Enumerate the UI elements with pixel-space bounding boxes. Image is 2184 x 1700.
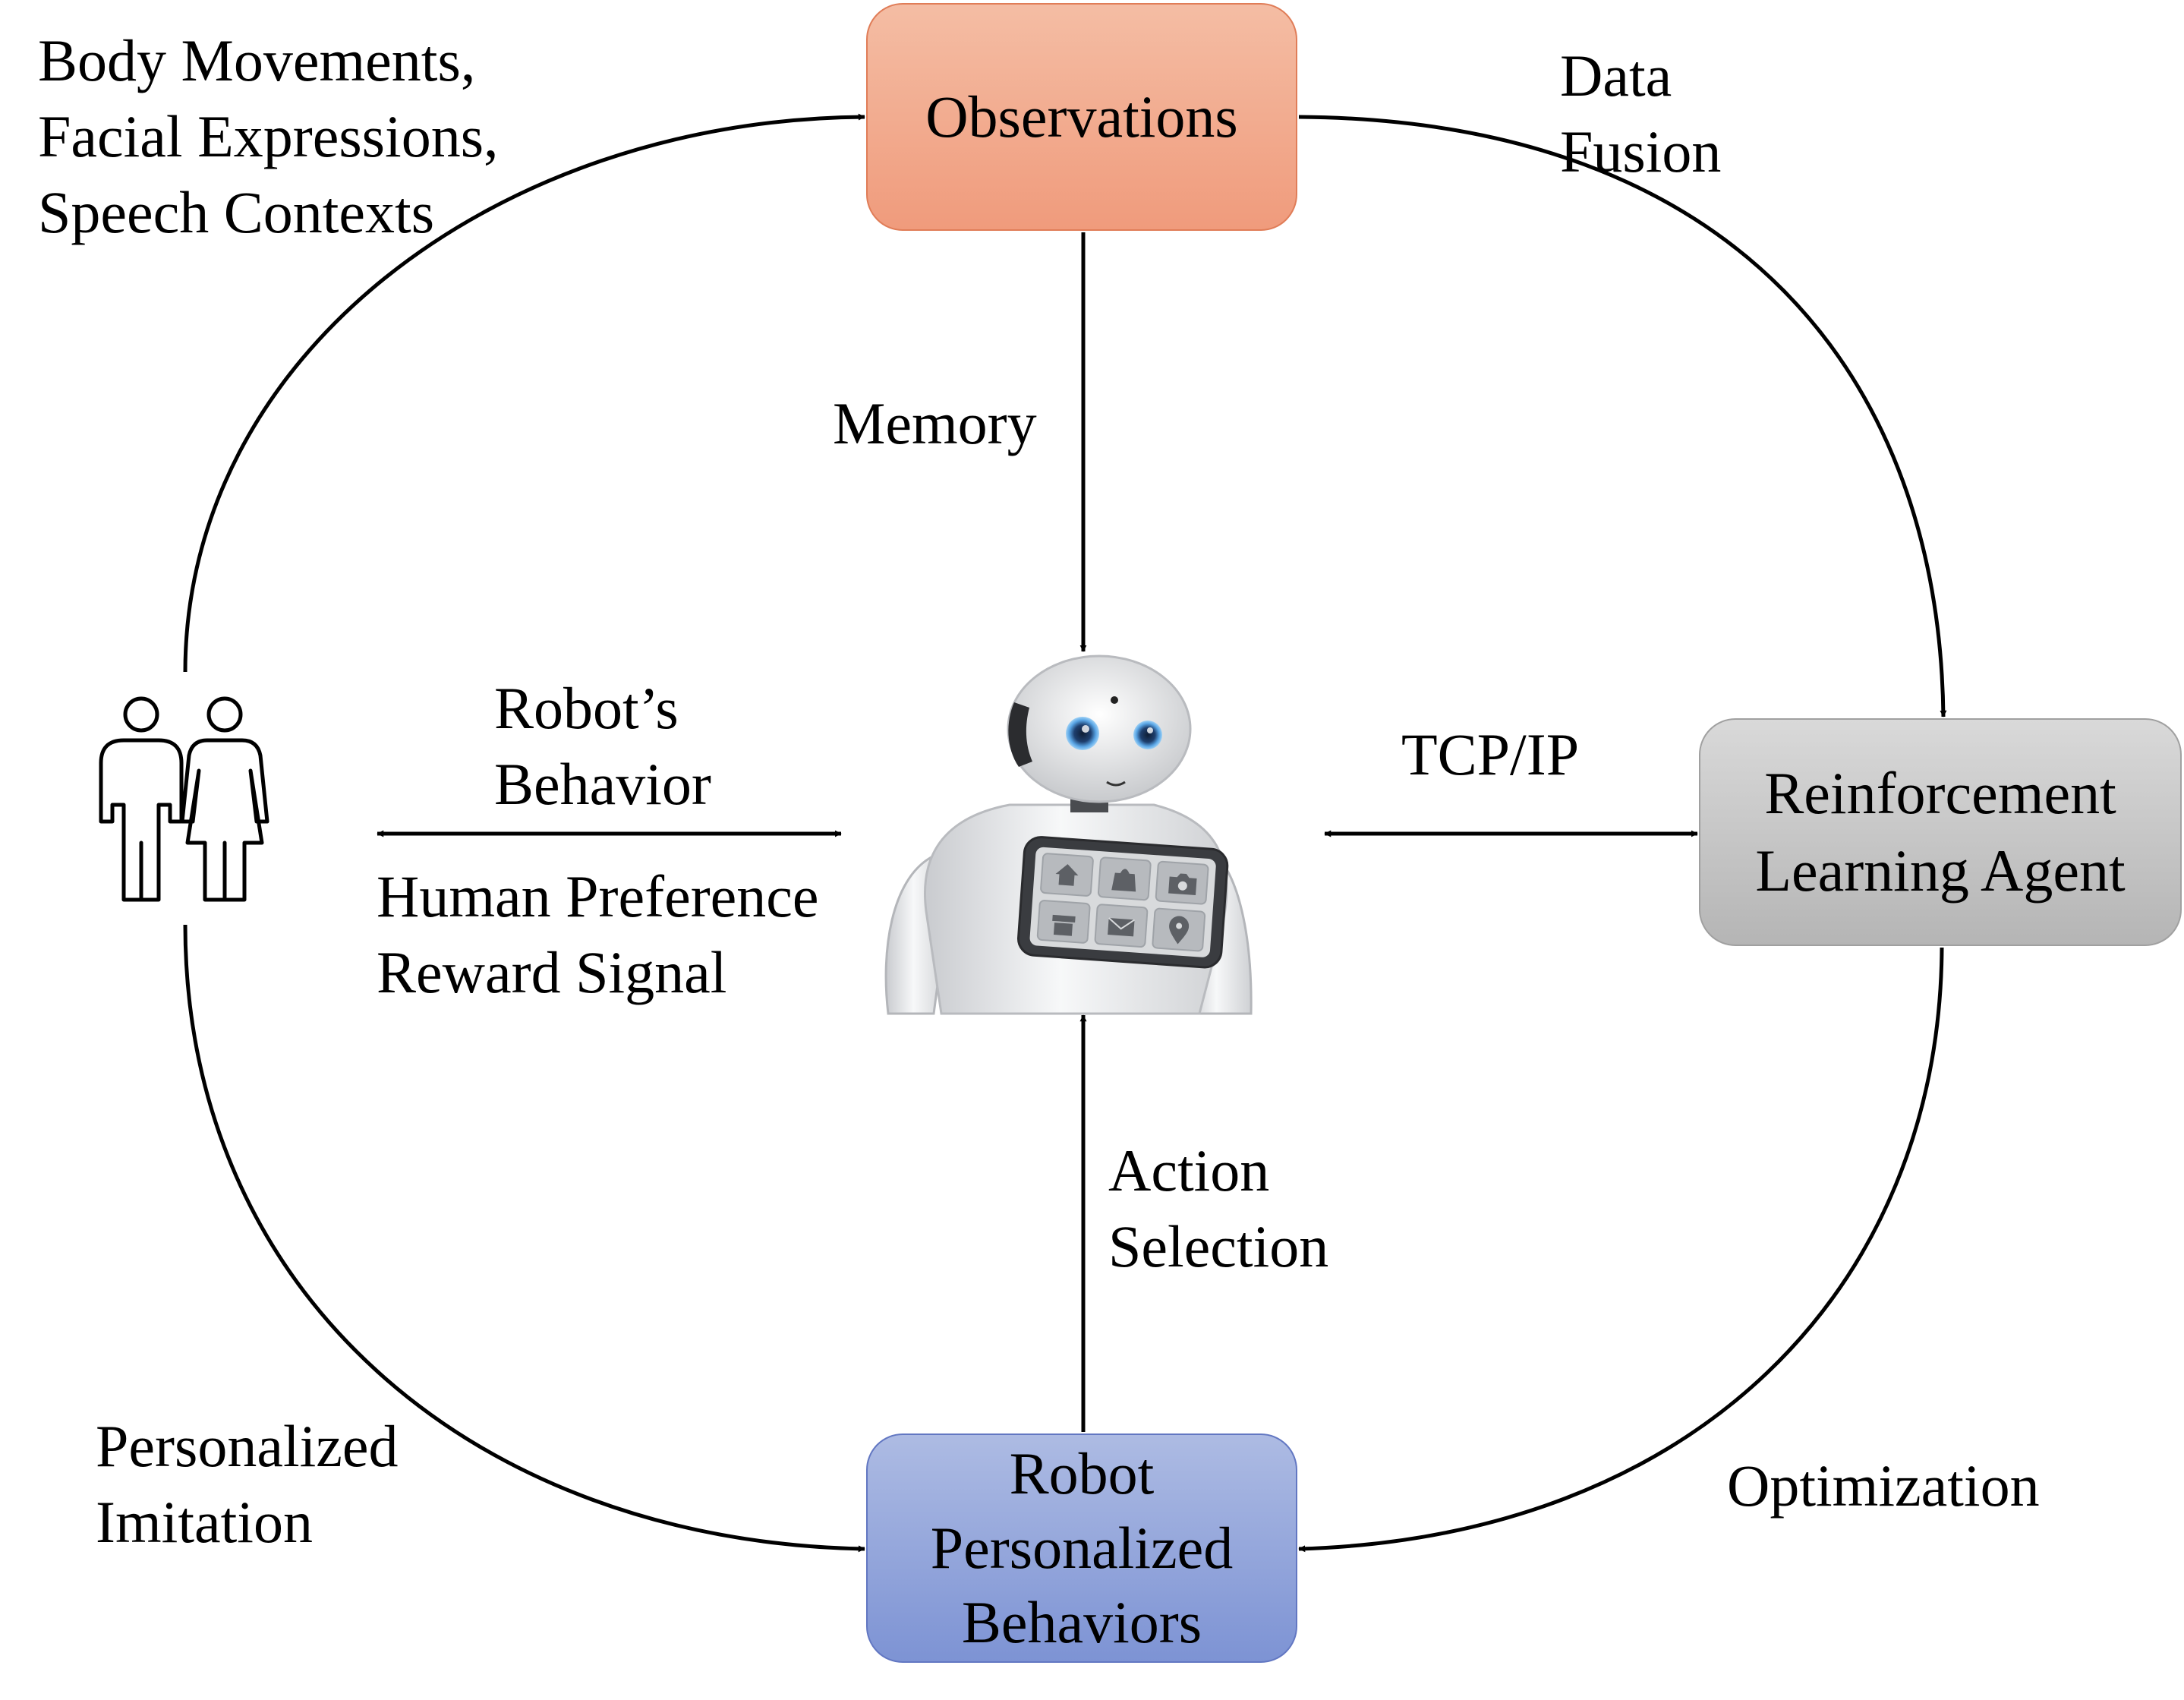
- sensing-label-line-3: Speech Contexts: [38, 179, 435, 245]
- robot-ear: [1008, 702, 1032, 767]
- data-fusion-label: Data Fusion: [1560, 38, 1721, 190]
- action-selection-label: Action Selection: [1108, 1133, 1328, 1285]
- memory-label: Memory: [833, 390, 1037, 456]
- gift-icon: [1052, 914, 1076, 936]
- human-preference-label: Human Preference Reward Signal: [377, 859, 819, 1011]
- robot-forehead-dot: [1111, 696, 1118, 704]
- home-icon: [1055, 864, 1079, 886]
- robot-behaviors-label-line-2: Personalized: [930, 1515, 1234, 1581]
- robot-left-eye: [1066, 717, 1099, 750]
- location-pin-icon: [1169, 916, 1190, 945]
- arc-people-to-observations: [183, 113, 865, 673]
- sensing-label: Body Movements, Facial Expressions, Spee…: [38, 23, 499, 251]
- robot-illustration: [884, 654, 1253, 1015]
- rl-agent-node: Reinforcement Learning Agent: [1699, 718, 2182, 946]
- people-icon: [99, 696, 269, 902]
- observations-node: Observations: [866, 3, 1297, 231]
- sensing-label-line-1: Body Movements,: [38, 27, 476, 93]
- personalized-imitation-label: Personalized Imitation: [96, 1408, 399, 1560]
- robots-behavior-label-line-1: Robot’s: [494, 675, 679, 741]
- rl-agent-label-line-2: Learning Agent: [1755, 837, 2126, 904]
- arc-people-to-robot-behaviors: [183, 924, 865, 1553]
- rl-agent-label-line-1: Reinforcement: [1764, 760, 2116, 826]
- human-preference-label-line-2: Reward Signal: [377, 939, 727, 1005]
- optimization-label: Optimization: [1727, 1452, 2040, 1519]
- arc-observations-to-rl-agent: [1298, 115, 1947, 718]
- robots-behavior-label-line-2: Behavior: [494, 751, 711, 817]
- robot-behaviors-node: Robot Personalized Behaviors: [866, 1433, 1297, 1663]
- sensing-label-line-2: Facial Expressions,: [38, 103, 499, 169]
- personalized-imitation-label-line-2: Imitation: [96, 1489, 313, 1555]
- personalized-imitation-label-line-1: Personalized: [96, 1413, 399, 1479]
- arc-rl-agent-to-robot-behaviors: [1298, 947, 1944, 1553]
- robot-chest-tablet: [1016, 836, 1229, 969]
- action-selection-label-line-1: Action: [1108, 1137, 1270, 1203]
- data-fusion-label-line-2: Fusion: [1560, 118, 1722, 185]
- shopping-bag-icon: [1111, 869, 1136, 892]
- tcp-ip-label: TCP/IP: [1401, 721, 1580, 787]
- observations-label: Observations: [925, 84, 1238, 150]
- robot-mouth: [1106, 781, 1126, 787]
- robot-behaviors-label-line-3: Behaviors: [961, 1589, 1202, 1655]
- robot-behaviors-label-line-1: Robot: [1009, 1440, 1155, 1506]
- robot-head: [1007, 654, 1192, 803]
- human-preference-label-line-1: Human Preference: [377, 863, 819, 929]
- action-selection-label-line-2: Selection: [1108, 1213, 1329, 1279]
- robots-behavior-label: Robot’s Behavior: [494, 670, 711, 822]
- data-fusion-label-line-1: Data: [1560, 43, 1672, 109]
- robot-right-eye: [1133, 721, 1162, 749]
